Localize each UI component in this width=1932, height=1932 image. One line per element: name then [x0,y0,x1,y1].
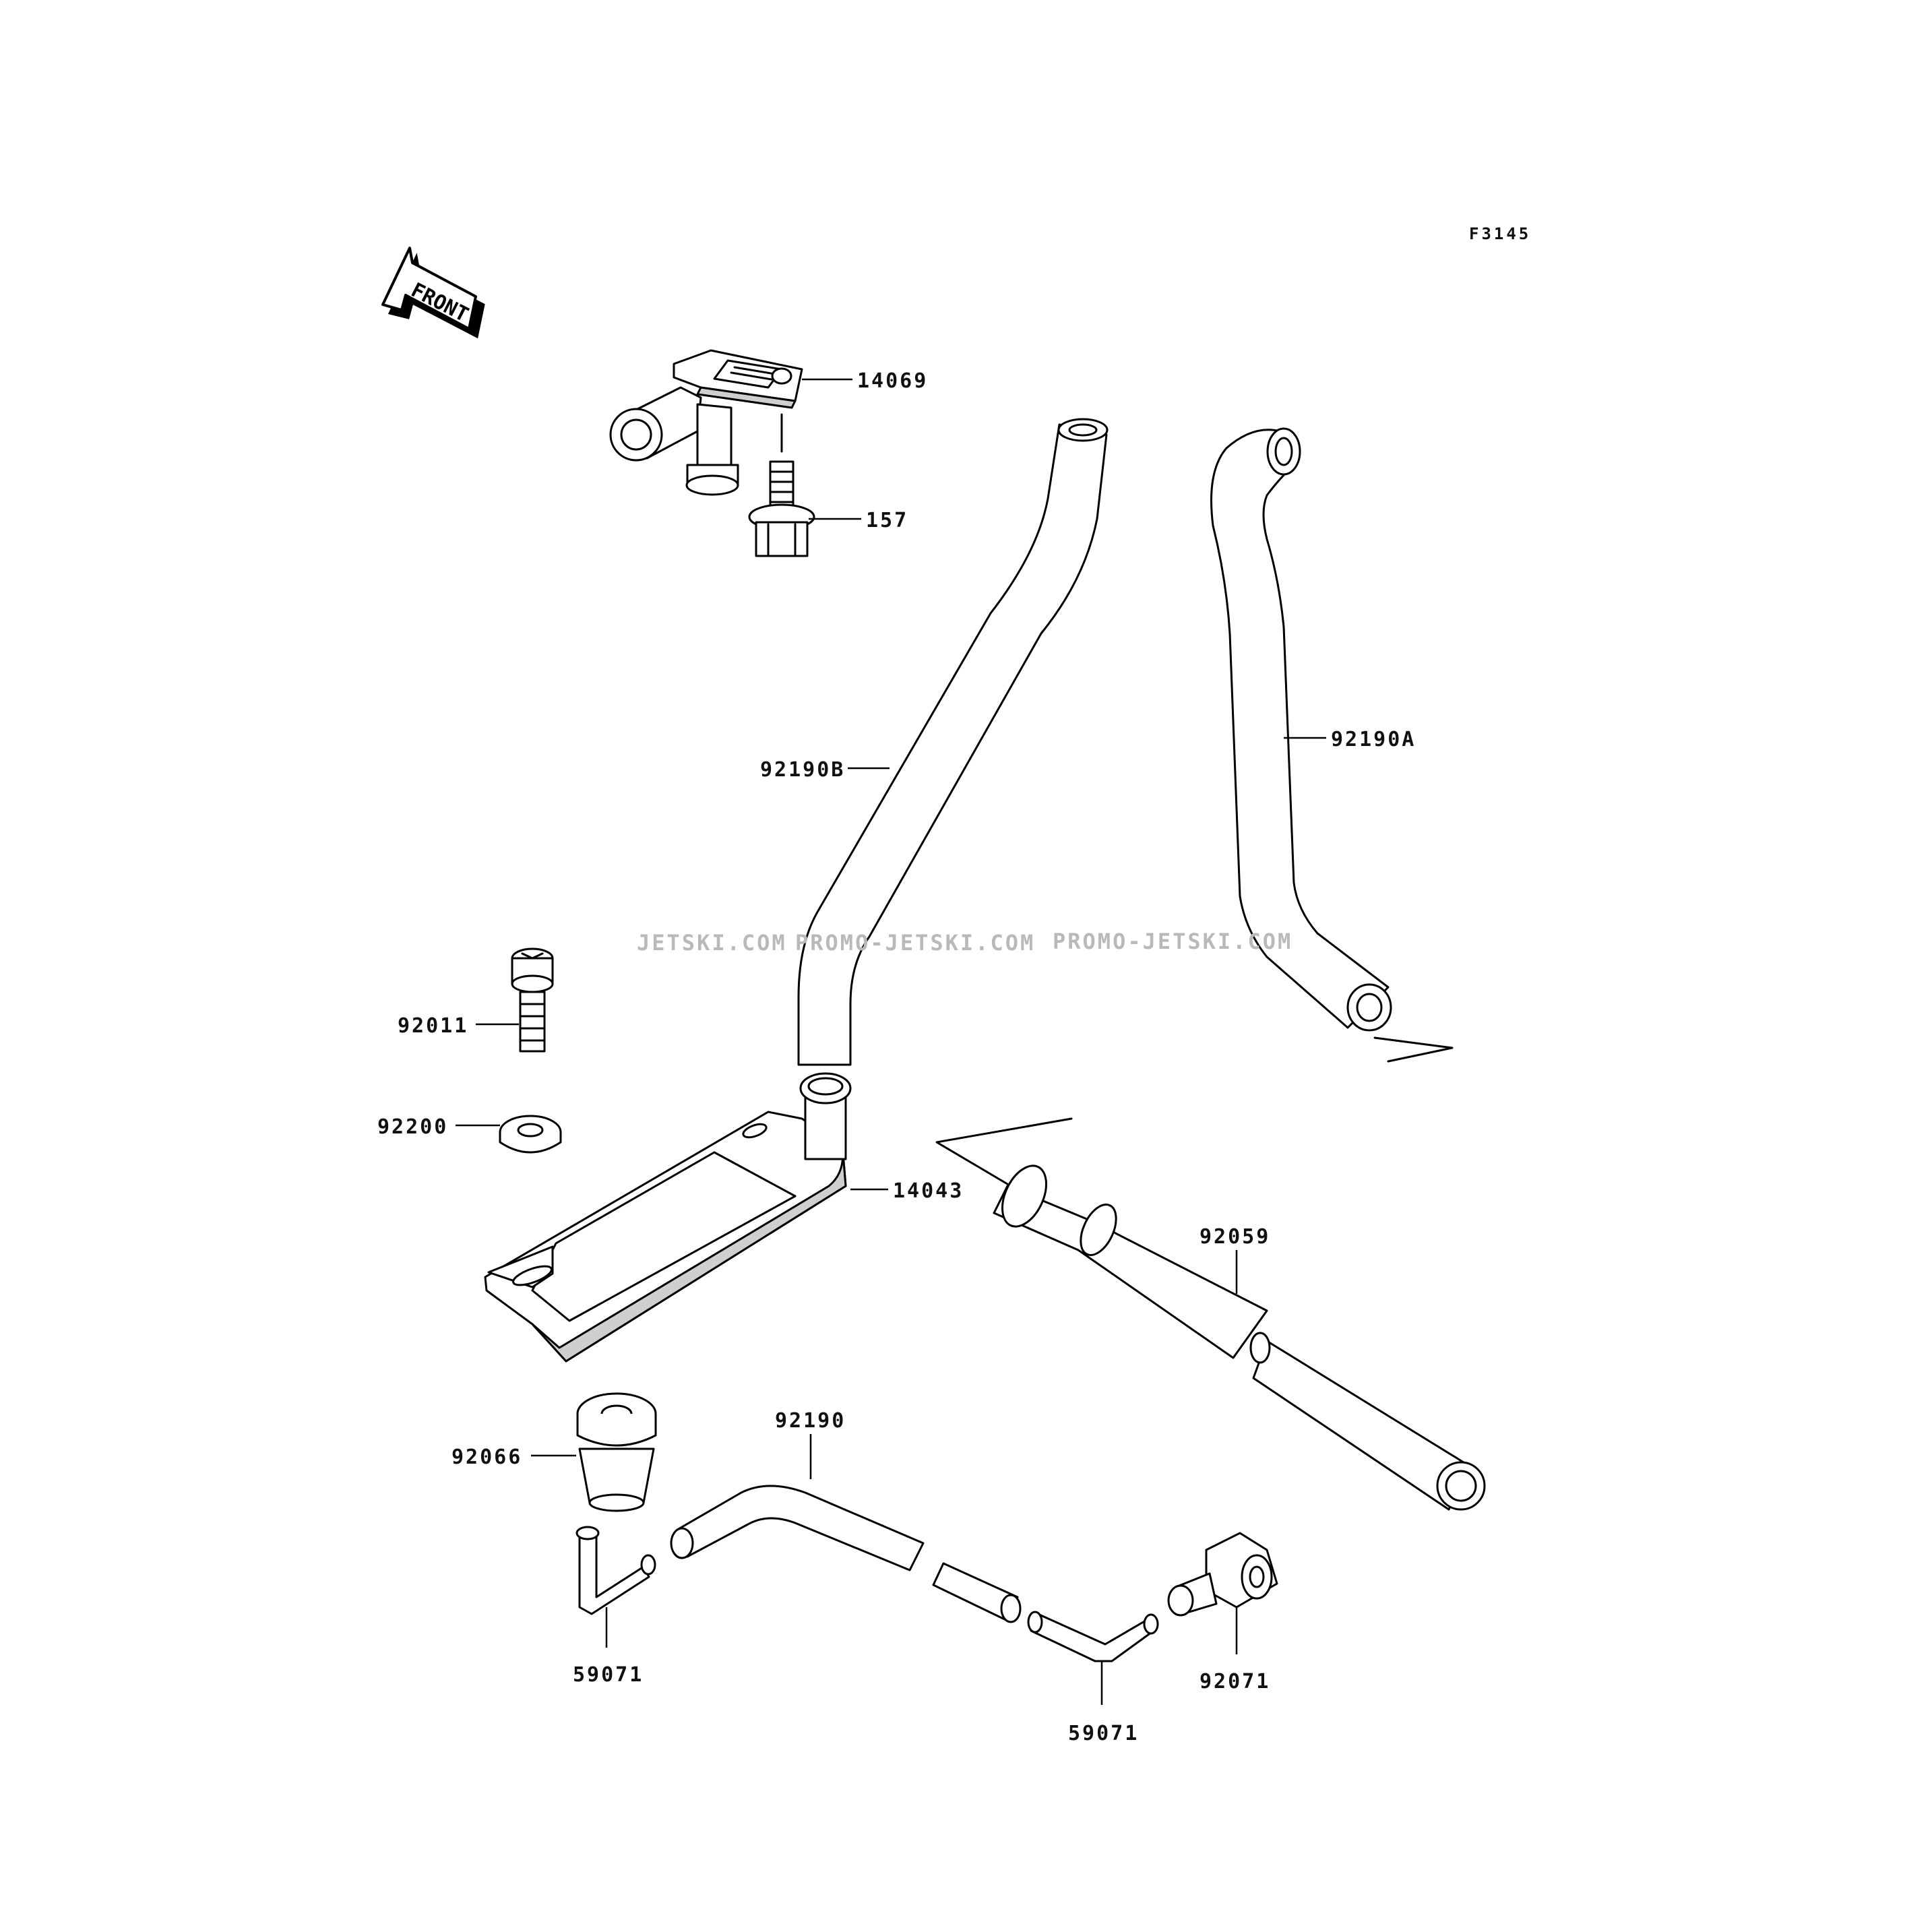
part-157-bolt [748,460,815,557]
watermark-3: PROMO-JETSKI.COM [1053,929,1292,954]
label-14069: 14069 [857,369,928,393]
label-92200: 92200 [377,1115,448,1139]
label-92190B: 92190B [760,758,845,782]
label-92190: 92190 [775,1409,846,1433]
part-92190-hose [670,1485,1022,1623]
part-92066-grommet [576,1392,657,1512]
part-14043-housing [484,1072,852,1363]
part-92190A-hose [1210,427,1392,1032]
front-arrow-icon: FRONT [381,247,485,339]
part-92011-screw [511,947,554,1053]
label-92066: 92066 [451,1445,522,1469]
part-59071-right-joint [1027,1611,1159,1662]
label-59071-left: 59071 [573,1663,644,1687]
watermark-2: PROMO-JETSKI.COM [795,930,1035,956]
part-92059-tube [993,1164,1486,1511]
part-92190B-hose [797,418,1109,1066]
part-14069-fitting [609,349,803,496]
figure-code: F3145 [1469,224,1531,243]
label-92190A: 92190A [1331,728,1416,751]
label-92011: 92011 [398,1014,468,1038]
reference-line-right [1373,1036,1454,1063]
label-92059: 92059 [1199,1225,1270,1249]
label-59071-right: 59071 [1068,1722,1139,1745]
label-92071: 92071 [1199,1670,1270,1693]
watermark-1: JETSKI.COM [637,930,787,956]
label-157: 157 [866,509,908,532]
reference-line-mid [935,1117,1073,1187]
part-92071-fitting [1167,1532,1278,1617]
part-92200-washer [499,1115,562,1154]
label-14043: 14043 [893,1179,964,1203]
part-59071-left-joint [575,1526,656,1615]
